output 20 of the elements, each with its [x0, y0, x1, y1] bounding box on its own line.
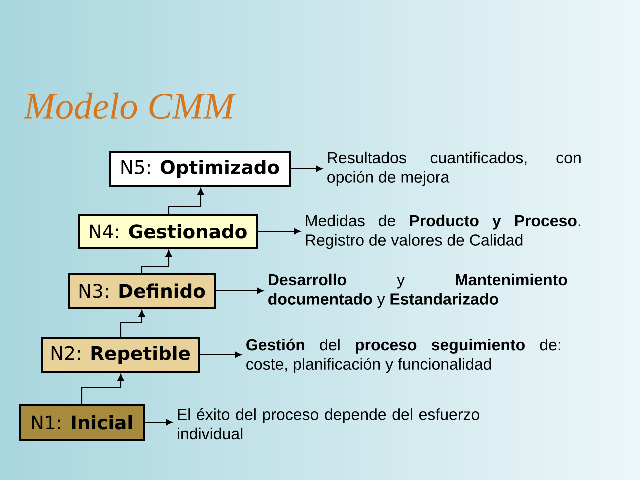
level-box: N1: Inicial	[19, 404, 145, 441]
step-arrow	[168, 188, 204, 214]
arrow	[145, 419, 173, 426]
arrow	[216, 288, 264, 294]
level-box: N4: Gestionado	[78, 214, 258, 249]
arrow	[291, 166, 323, 172]
title: Modelo CMM	[24, 92, 236, 120]
level-box: N2: Repetible	[41, 337, 200, 373]
step-arrow	[120, 310, 146, 337]
description-text: Desarrollo y Mantenimiento documentado y Estandarizado	[268, 274, 568, 308]
level-box: N5: Optimizado	[109, 151, 291, 187]
step-arrow	[81, 374, 124, 404]
level-box: N3: Definido	[68, 273, 216, 309]
arrow	[258, 228, 301, 235]
step-arrow	[141, 250, 172, 273]
description-text: Medidas de Producto y Proceso. Registro de valores de Calidad	[306, 214, 580, 250]
description-text: Gestión del proceso seguimiento de: coste, planificación y funcionalidad	[246, 338, 560, 374]
description-text: El éxito del proceso depende del esfuerzo individual	[178, 408, 480, 440]
description-text: Resultados cuantificados, con opción de mejora	[328, 152, 581, 186]
arrow	[200, 352, 242, 358]
